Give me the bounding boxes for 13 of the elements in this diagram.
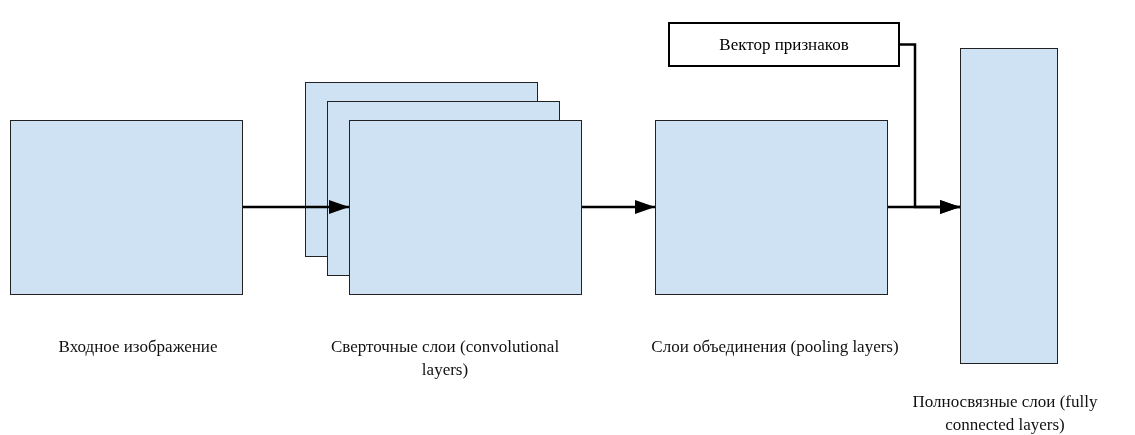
arrow xyxy=(900,43,960,214)
layer-box xyxy=(655,120,888,295)
layer-caption: Сверточные слои (convolutional layers) xyxy=(330,336,560,381)
layer-caption: Полносвязные слои (fully connected layers) xyxy=(911,391,1099,435)
label-box xyxy=(668,22,900,67)
arrow xyxy=(582,200,655,214)
layer-stack-drawing xyxy=(305,82,582,295)
arrow xyxy=(243,200,349,214)
layer-caption: Входное изображение xyxy=(57,336,219,358)
box-label: Вектор признаков xyxy=(719,34,849,55)
layer-box xyxy=(10,120,243,295)
layer-box xyxy=(960,48,1058,364)
layer-caption: Слои объединения (pooling layers) xyxy=(650,336,900,358)
